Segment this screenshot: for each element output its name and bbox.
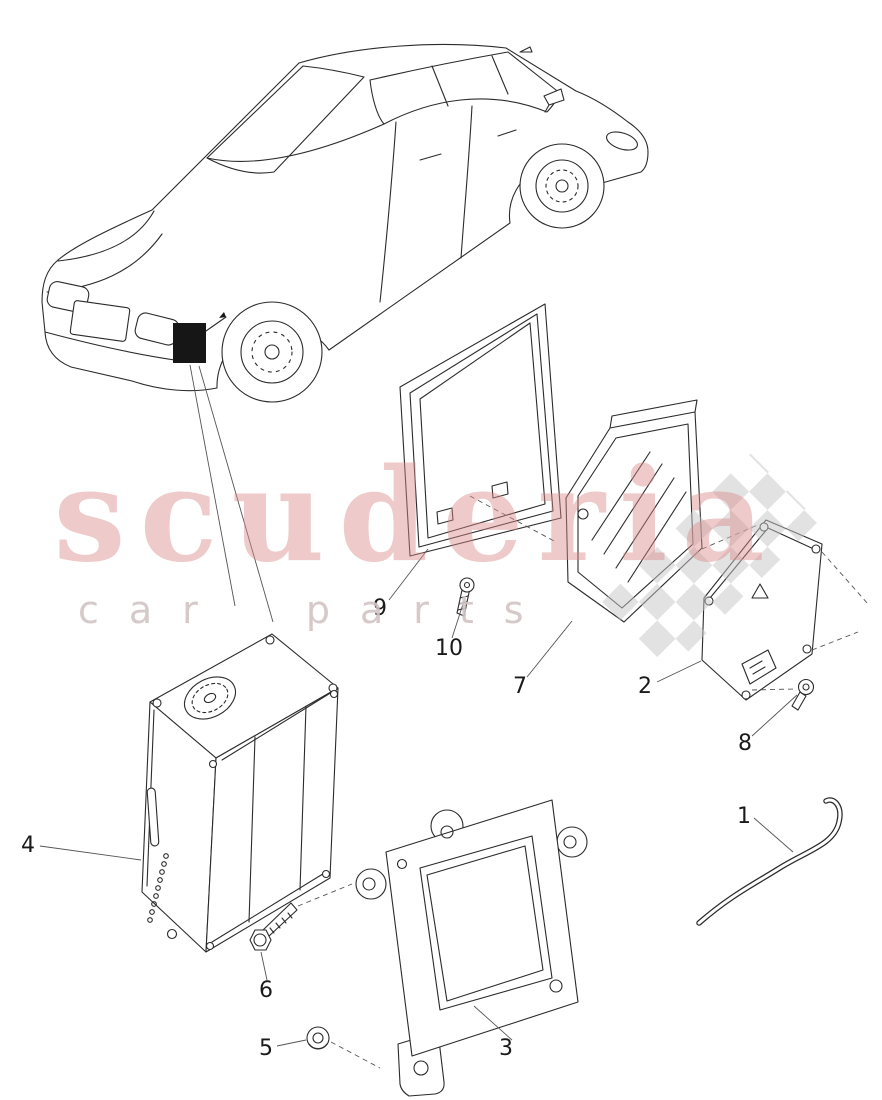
callout-label-2: 2 xyxy=(638,674,652,699)
callout-label-10: 10 xyxy=(435,636,463,661)
callout-label-1: 1 xyxy=(737,804,751,829)
marker-leader-1 xyxy=(189,364,236,607)
marker-leader-2 xyxy=(198,365,274,623)
car-rear-window xyxy=(206,65,365,174)
fan-vent xyxy=(183,676,237,720)
part-screw-8 xyxy=(791,678,815,711)
car-beltline xyxy=(206,123,385,162)
callout-label-7: 7 xyxy=(513,674,527,699)
car-bumper-line xyxy=(44,331,191,363)
callout-leader-lines xyxy=(39,548,798,1047)
car-trunk-line xyxy=(57,210,155,262)
part-screw-10 xyxy=(456,577,475,617)
car-door-handle-front xyxy=(497,129,517,137)
callout-label-4: 4 xyxy=(21,833,35,858)
car-front-wheel xyxy=(519,143,605,229)
callout-label-6: 6 xyxy=(259,978,273,1003)
callout-label-9: 9 xyxy=(373,596,387,621)
car-rear-wheel xyxy=(221,301,323,403)
car-door-seam-front xyxy=(460,105,473,259)
car-mirror-stem xyxy=(544,104,550,113)
car-headlamp xyxy=(606,131,638,151)
car-side-glass xyxy=(369,51,559,125)
car-illustration xyxy=(41,43,649,623)
car-c-pillar xyxy=(491,55,509,95)
part-mounting-frame-9 xyxy=(399,303,562,557)
checkered-flag-watermark xyxy=(602,453,819,670)
car-mirror xyxy=(543,88,565,106)
module-location-pointer xyxy=(205,316,227,332)
part-cable-1 xyxy=(696,797,843,926)
car-license-plate xyxy=(69,300,131,342)
part-bracket-3 xyxy=(355,799,588,1097)
car-roof-antenna xyxy=(519,46,533,53)
callout-labels: 9 10 7 2 8 1 4 6 5 3 xyxy=(21,596,752,1061)
callout-label-5: 5 xyxy=(259,1036,273,1061)
module-location-marker xyxy=(173,323,206,363)
part-amplifier-box-4 xyxy=(141,633,339,953)
vent-holes xyxy=(147,853,169,923)
car-door-handle-rear xyxy=(419,153,442,161)
module-location-arrowhead xyxy=(219,312,226,318)
part-bolt-6 xyxy=(249,902,298,951)
part-grommet-5 xyxy=(306,1026,330,1050)
callout-label-8: 8 xyxy=(738,731,752,756)
car-b-pillar xyxy=(431,65,449,107)
car-door-seam-rear xyxy=(379,121,397,303)
callout-label-3: 3 xyxy=(499,1036,513,1061)
